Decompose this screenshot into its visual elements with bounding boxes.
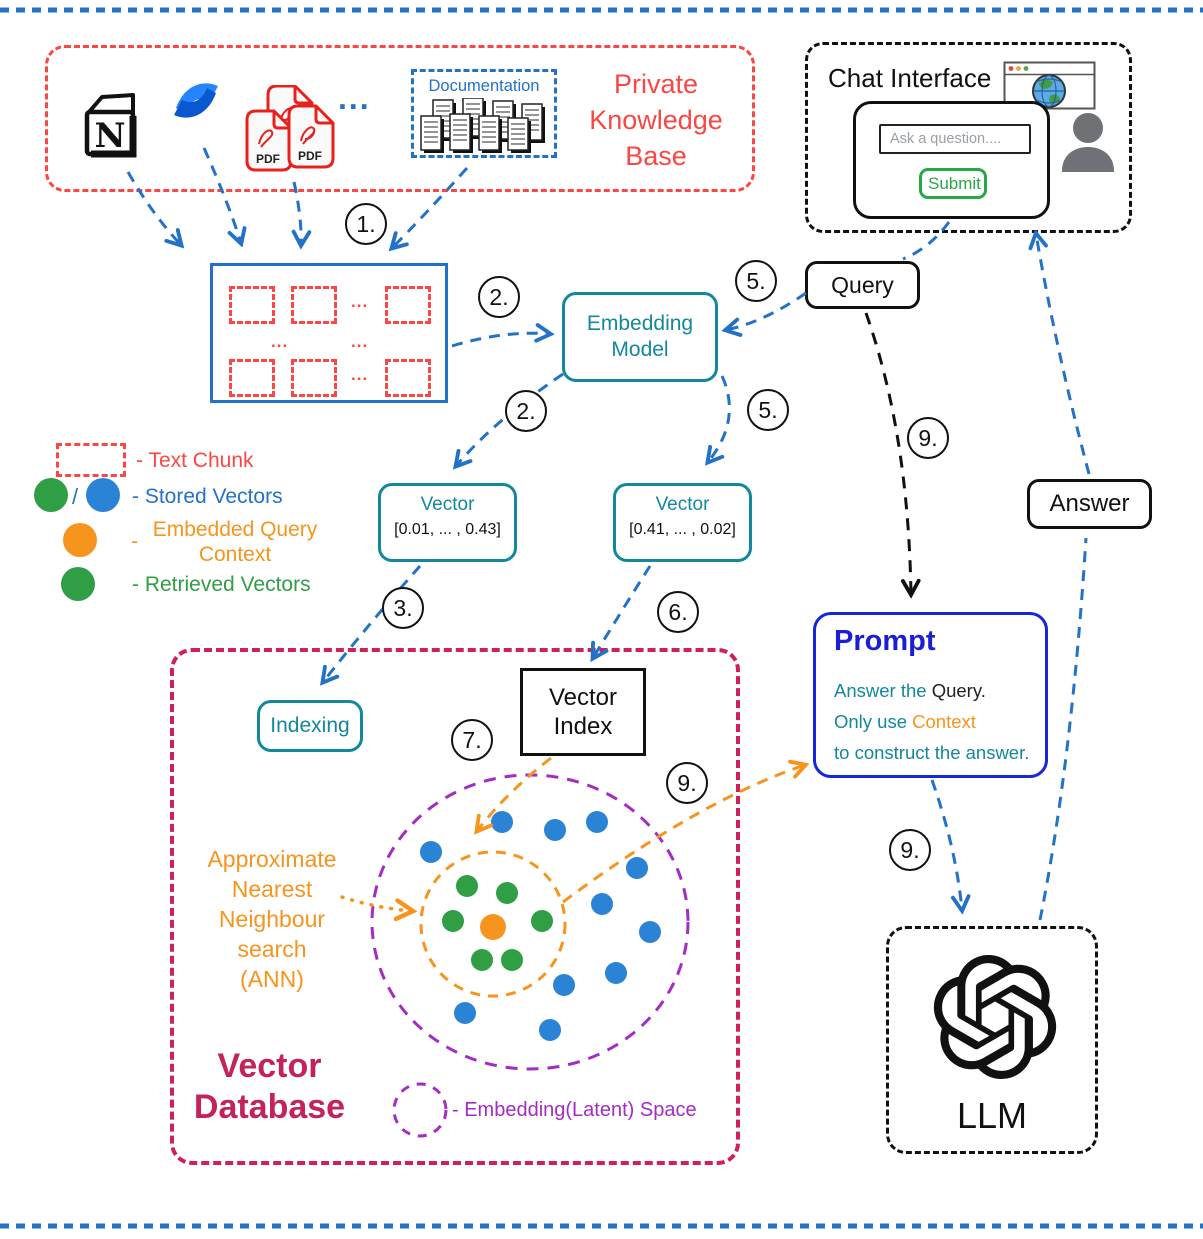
step-7-badge: 7. (451, 719, 493, 761)
arrow-embedding-to-vector2 (708, 375, 731, 462)
step-2-badge: 2. (505, 390, 547, 432)
text-chunk (229, 359, 275, 397)
legend-retrieved-dot (61, 567, 95, 601)
embedding-model-box: Embedding Model (562, 292, 718, 382)
svg-text:N: N (94, 116, 125, 156)
query-label: Query (831, 271, 894, 298)
prompt-line1-query: Query. (931, 680, 986, 701)
notion-icon: N (84, 93, 137, 158)
chat-window: Submit (853, 101, 1050, 219)
text-chunk (229, 286, 275, 324)
ann-label: Approximate Nearest Neighbour search (AN… (188, 844, 356, 994)
llm-box: LLM (886, 926, 1098, 1154)
prompt-text: Answer the Query. Only use Context to co… (834, 675, 1044, 768)
answer-label: Answer (1049, 490, 1130, 517)
documentation-box: Documentation (411, 69, 557, 158)
legend-embedded-query-label: Embedded Query Context (152, 518, 318, 566)
vector-box-1: Vector [0.01, ... , 0.43] (378, 483, 517, 562)
step-9-badge: 9. (907, 417, 949, 459)
arrow-chunks-to-embedding (451, 333, 550, 348)
arrow-prompt-to-llm (930, 779, 962, 910)
chunks-ellipsis: ... (351, 365, 369, 384)
legend-green-dot (34, 478, 68, 512)
vector-index-box: Vector Index (520, 668, 646, 756)
prompt-line2-teal: Only use (834, 711, 913, 732)
step-3-badge: 3. (382, 587, 424, 629)
text-chunk (385, 359, 431, 397)
step-6-badge: 6. (657, 591, 699, 633)
chat-interface-title: Chat Interface (828, 63, 992, 93)
text-chunk (385, 286, 431, 324)
vector2-value: [0.41, ... , 0.02] (629, 521, 736, 538)
pdf-files-icon: PDF PDF PDF (245, 85, 335, 172)
indexing-box: Indexing (257, 700, 363, 752)
ann-line: (ANN) (240, 966, 304, 992)
submit-button[interactable]: Submit (919, 168, 987, 199)
indexing-label: Indexing (270, 714, 350, 737)
legend-blue-dot (86, 478, 120, 512)
chat-interface-box: Chat Interface Submit (805, 42, 1132, 233)
prompt-box: Prompt Answer the Query. Only use Contex… (813, 612, 1048, 778)
globe-icon (1032, 74, 1066, 108)
legend-stored-vectors-label: - Stored Vectors (132, 485, 283, 508)
legend-retrieved-vectors-label: - Retrieved Vectors (132, 573, 311, 596)
documentation-stacks-icon (420, 98, 545, 153)
text-chunk (291, 359, 337, 397)
svg-text:PDF: PDF (298, 149, 322, 163)
legend-slash: / (72, 484, 79, 509)
vector-database-box (170, 648, 740, 1165)
question-input[interactable] (879, 124, 1031, 154)
step-2-badge: 2. (478, 276, 520, 318)
ann-line: Nearest (231, 876, 313, 902)
prompt-line1-teal: Answer the (834, 680, 932, 701)
legend-text-chunk-label: - Text Chunk (136, 449, 254, 472)
legend-orange-dot (63, 523, 97, 557)
browser-icon (1003, 61, 1096, 110)
vector-database-title: Vector Database (193, 1047, 346, 1126)
query-box: Query (805, 261, 920, 309)
arrow-answer-to-chat (1036, 234, 1091, 475)
step-9-badge: 9. (666, 762, 708, 804)
prompt-title: Prompt (834, 625, 936, 657)
step-5-badge: 5. (747, 389, 789, 431)
prompt-line2-context: Context (912, 711, 976, 732)
openai-icon (933, 955, 1057, 1079)
private-knowledge-base-title: Private Knowledge Base (589, 69, 723, 171)
svg-text:PDF: PDF (256, 152, 280, 166)
text-chunk (291, 286, 337, 324)
text-chunks-box: ... ... ... ... (210, 263, 448, 403)
vector2-title: Vector (655, 494, 710, 515)
arrow-query-to-prompt (864, 312, 911, 594)
llm-label: LLM (956, 1095, 1028, 1136)
arrow-vector2-to-index (593, 565, 652, 658)
step-5-badge: 5. (735, 260, 777, 302)
confluence-icon (174, 83, 218, 118)
chunks-ellipsis: ... (351, 332, 369, 351)
ann-line: Neighbour (218, 906, 326, 932)
step-1-badge: 1. (345, 203, 387, 245)
vector-index-label: Vector Index (548, 684, 618, 740)
prompt-line3: to construct the answer. (834, 742, 1030, 763)
answer-box: Answer (1027, 479, 1152, 529)
vector1-title: Vector (420, 494, 475, 515)
step-9-badge: 9. (889, 829, 931, 871)
sources-ellipsis: ... (338, 80, 371, 116)
legend-text-chunk-swatch (56, 443, 126, 477)
paper-stacks (420, 98, 545, 153)
documentation-label: Documentation (428, 77, 540, 95)
embedding-space-legend-label: - Embedding(Latent) Space (452, 1099, 697, 1121)
embedding-model-label: Embedding Model (586, 312, 694, 361)
ann-line: search (237, 936, 307, 962)
legend-embedded-dash: - (131, 530, 138, 553)
chunks-ellipsis: ... (271, 332, 289, 351)
vector1-value: [0.01, ... , 0.43] (394, 521, 501, 538)
vector-box-2: Vector [0.41, ... , 0.02] (613, 483, 752, 562)
ann-line: Approximate (207, 846, 337, 872)
chunks-ellipsis: ... (351, 292, 369, 311)
person-icon (1062, 113, 1114, 172)
